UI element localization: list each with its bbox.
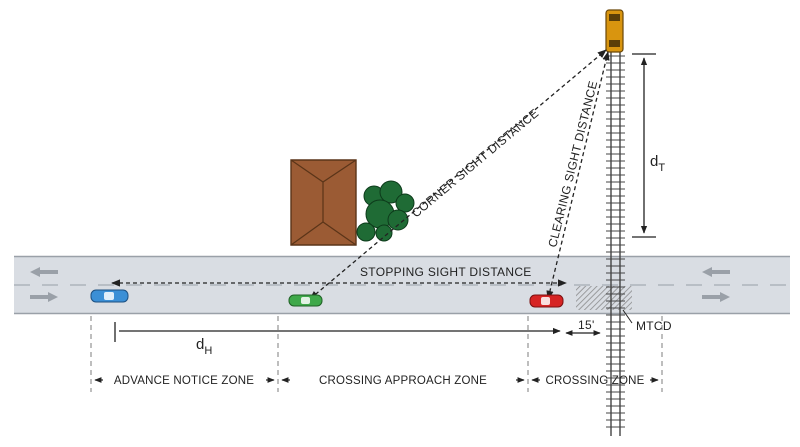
car-red-icon (529, 294, 564, 308)
corner-sight-distance-label: CORNER SIGHT DISTANCE (409, 106, 541, 220)
mtcd-label: MTCD (636, 319, 672, 333)
zone-boundaries (90, 316, 663, 392)
building-icon (290, 159, 357, 246)
mtcd-hatched-area (576, 286, 632, 310)
clearing-sight-distance-label: CLEARING SIGHT DISTANCE (545, 79, 600, 248)
car-green-icon (288, 294, 323, 307)
dt-dimension (632, 53, 656, 238)
arrow-left-icon (30, 267, 730, 277)
clearing-sight-line (546, 51, 610, 300)
stopping-sight-distance-label: STOPPING SIGHT DISTANCE (360, 265, 532, 279)
train-icon (605, 9, 624, 53)
sight-lines (111, 49, 610, 300)
dh-label: dH (196, 336, 212, 357)
fifteen-ft-label: 15' (578, 318, 595, 332)
zone-advance-notice: ADVANCE NOTICE ZONE (114, 375, 254, 387)
zone-crossing-approach: CROSSING APPROACH ZONE (319, 375, 487, 387)
dh-dimension (114, 322, 561, 342)
car-blue-icon (90, 289, 129, 303)
dt-label: dT (650, 153, 665, 174)
mtcd-leader (622, 309, 633, 324)
zone-crossing: CROSSING ZONE (545, 375, 644, 387)
trees-icon (356, 180, 415, 242)
arrow-right-icon (30, 292, 730, 302)
